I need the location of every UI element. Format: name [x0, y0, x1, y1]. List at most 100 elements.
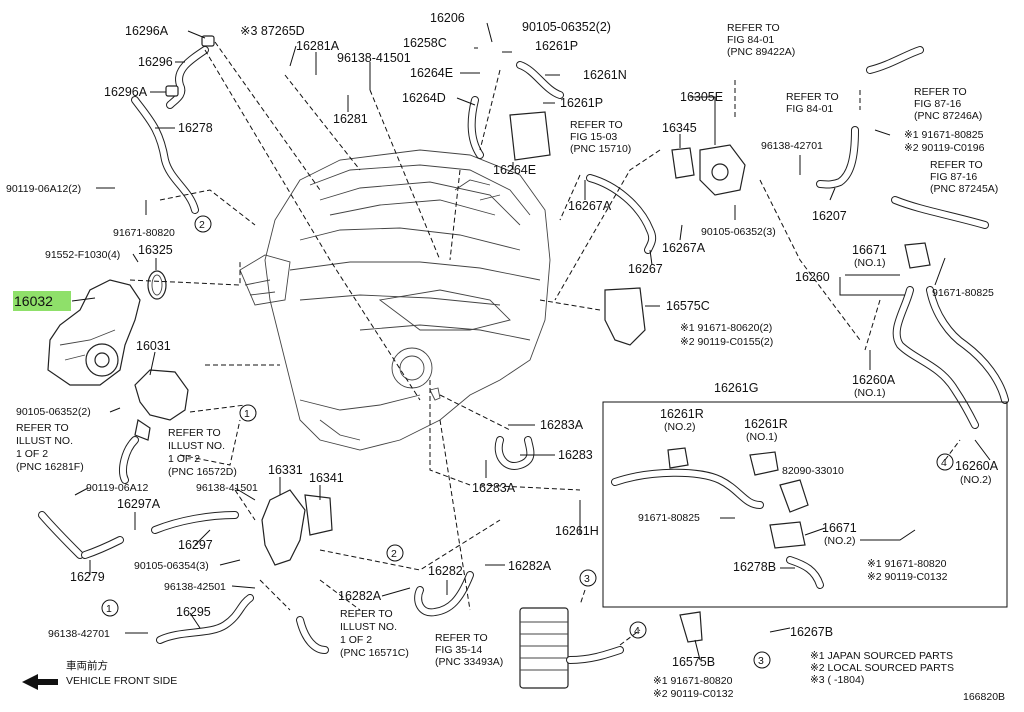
part-label[interactable]: 16325 [138, 243, 173, 257]
part-label[interactable]: 16260A [852, 373, 896, 387]
ref-note[interactable]: (PNC 89422A) [727, 46, 795, 58]
ref-note[interactable]: REFER TO [914, 86, 967, 98]
part-label[interactable]: 96138-41501 [196, 482, 258, 494]
part-label[interactable]: 16296 [138, 55, 173, 69]
part-label[interactable]: 16281 [333, 112, 368, 126]
part-label[interactable]: 16261R [744, 417, 788, 431]
ref-note[interactable]: 1 OF 2 [340, 634, 372, 646]
part-label[interactable]: 16296A [125, 24, 169, 38]
part-label[interactable]: 16305E [680, 90, 723, 104]
part-label[interactable]: 16264E [410, 66, 453, 80]
ref-note[interactable]: (PNC 33493A) [435, 656, 503, 668]
part-label[interactable]: 96138-42501 [164, 581, 226, 593]
part-label[interactable]: 16282A [508, 559, 552, 573]
ref-note[interactable]: ILLUST NO. [168, 440, 225, 452]
part-label[interactable]: 16260 [795, 270, 830, 284]
part-label[interactable]: 90119-06A12 [86, 482, 148, 494]
part-label[interactable]: 16282A [338, 589, 382, 603]
part-label[interactable]: 16258C [403, 36, 447, 50]
part-label[interactable]: 16267 [628, 262, 663, 276]
part-label[interactable]: 16283A [540, 418, 584, 432]
ref-note[interactable]: REFER TO [435, 632, 488, 644]
ref-note[interactable]: REFER TO [786, 91, 839, 103]
part-label[interactable]: 16295 [176, 605, 211, 619]
part-label[interactable]: (NO.1) [854, 387, 886, 399]
part-label[interactable]: 96138-41501 [337, 51, 411, 65]
ref-note[interactable]: (PNC 16572D) [168, 466, 237, 478]
part-label[interactable]: ※1 91671-80820 [653, 675, 733, 687]
part-label[interactable]: 16278 [178, 121, 213, 135]
part-label[interactable]: 16282 [428, 564, 463, 578]
part-label[interactable]: 16575B [672, 655, 715, 669]
part-label[interactable]: (NO.2) [824, 535, 856, 547]
part-label[interactable]: ※1 91671-80620(2) [680, 322, 772, 334]
ref-note[interactable]: (PNC 16571C) [340, 647, 409, 659]
ref-note[interactable]: (PNC 87245A) [930, 183, 998, 195]
part-label[interactable]: 16297A [117, 497, 161, 511]
part-label[interactable]: 16261H [555, 524, 599, 538]
part-label[interactable]: ※1 91671-80825 [904, 129, 984, 141]
part-label[interactable]: 16279 [70, 570, 105, 584]
part-label[interactable]: (NO.2) [664, 421, 696, 433]
part-label[interactable]: 16264E [493, 163, 536, 177]
ref-note[interactable]: FIG 84-01 [727, 34, 774, 46]
part-label[interactable]: 16261G [714, 381, 758, 395]
part-label[interactable]: 16261N [583, 68, 627, 82]
part-label[interactable]: ※2 90119-C0132 [867, 571, 948, 583]
part-label[interactable]: 16671 [852, 243, 887, 257]
part-label[interactable]: 16283A [472, 481, 516, 495]
part-label[interactable]: 16267A [568, 199, 612, 213]
ref-note[interactable]: FIG 87-16 [930, 171, 977, 183]
part-label[interactable]: 16261P [535, 39, 578, 53]
part-label[interactable]: 16264D [402, 91, 446, 105]
part-label[interactable]: 16031 [136, 339, 171, 353]
part-label[interactable]: (NO.2) [960, 474, 992, 486]
part-label[interactable]: 16297 [178, 538, 213, 552]
part-label[interactable]: 16331 [268, 463, 303, 477]
part-label[interactable]: 16261P [560, 96, 603, 110]
part-label[interactable]: 16283 [558, 448, 593, 462]
part-label[interactable]: 16260A [955, 459, 999, 473]
part-label[interactable]: ※2 90119-C0132 [653, 688, 734, 700]
part-label[interactable]: (NO.1) [854, 257, 886, 269]
part-label[interactable]: 16671 [822, 521, 857, 535]
part-label[interactable]: 91671-80825 [638, 512, 700, 524]
ref-note[interactable]: REFER TO [340, 608, 393, 620]
ref-note[interactable]: FIG 35-14 [435, 644, 482, 656]
part-label[interactable]: 16261R [660, 407, 704, 421]
part-label[interactable]: 90119-06A12(2) [6, 183, 81, 195]
ref-note[interactable]: REFER TO [727, 22, 780, 34]
part-label[interactable]: 82090-33010 [782, 465, 844, 477]
part-label[interactable]: 91671-80820 [113, 227, 175, 239]
part-label[interactable]: 16345 [662, 121, 697, 135]
ref-note[interactable]: (PNC 15710) [570, 143, 631, 155]
ref-note[interactable]: FIG 15-03 [570, 131, 617, 143]
part-label[interactable]: (NO.1) [746, 431, 778, 443]
part-label[interactable]: ※1 91671-80820 [867, 558, 947, 570]
ref-note[interactable]: (PNC 87246A) [914, 110, 982, 122]
part-label[interactable]: ※2 90119-C0155(2) [680, 336, 773, 348]
part-label[interactable]: 16341 [309, 471, 344, 485]
ref-note[interactable]: ILLUST NO. [16, 435, 73, 447]
part-label[interactable]: 90105-06352(2) [16, 406, 91, 418]
part-label[interactable]: 16278B [733, 560, 776, 574]
ref-note[interactable]: FIG 87-16 [914, 98, 961, 110]
part-label[interactable]: 91552-F1030(4) [45, 249, 120, 261]
ref-note[interactable]: REFER TO [168, 427, 221, 439]
ref-note[interactable]: REFER TO [16, 422, 69, 434]
part-label[interactable]: 90105-06352(3) [701, 226, 776, 238]
part-label[interactable]: ※2 90119-C0196 [904, 142, 985, 154]
part-label[interactable]: 16267A [662, 241, 706, 255]
ref-note[interactable]: FIG 84-01 [786, 103, 833, 115]
ref-note[interactable]: REFER TO [930, 159, 983, 171]
part-label[interactable]: 90105-06354(3) [134, 560, 209, 572]
part-label[interactable]: 16575C [666, 299, 710, 313]
ref-note[interactable]: 1 OF 2 [168, 453, 200, 465]
part-label[interactable]: 16207 [812, 209, 847, 223]
ref-note[interactable]: (PNC 16281F) [16, 461, 84, 473]
part-label[interactable]: ※3 87265D [240, 24, 305, 38]
part-label[interactable]: 16296A [104, 85, 148, 99]
ref-note[interactable]: REFER TO [570, 119, 623, 131]
part-label[interactable]: 16281A [296, 39, 340, 53]
part-label[interactable]: 96138-42701 [761, 140, 823, 152]
